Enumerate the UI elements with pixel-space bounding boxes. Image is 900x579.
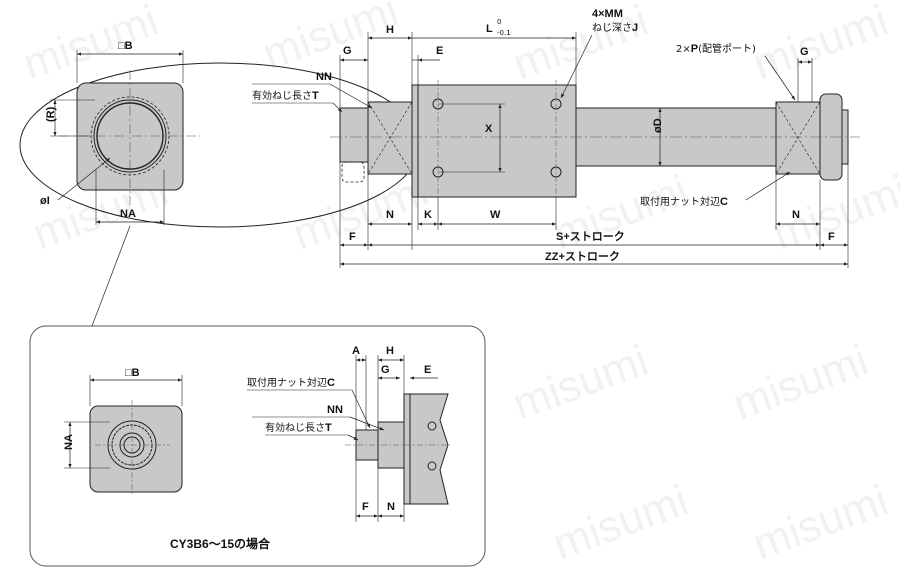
svg-text:misumi: misumi (747, 0, 895, 89)
label-square-b: □B (118, 40, 133, 52)
label-p: 2×P(配管ポート) (676, 42, 756, 55)
detail-label-h: H (386, 345, 394, 357)
label-depth-j: ねじ深さJ (592, 22, 638, 34)
label-f-left: F (349, 231, 356, 243)
label-n-left: N (386, 209, 394, 221)
detail-label-thread-length: 有効ねじ長さT (265, 421, 332, 434)
svg-text:misumi: misumi (17, 0, 165, 89)
label-zz-stroke: ZZ+ストローク (545, 250, 620, 263)
label-nn: NN (316, 71, 332, 83)
svg-text:misumi: misumi (727, 336, 875, 430)
detail-label-g: G (381, 364, 390, 376)
label-n-right: N (792, 209, 800, 221)
detail-caption: CY3B6～15の場合 (170, 536, 271, 551)
detail-label-na: NA (63, 434, 75, 450)
label-r: (R) (45, 106, 57, 122)
svg-text:misumi: misumi (747, 476, 895, 570)
detail-label-f: F (362, 501, 369, 513)
detail-label-square-b: □B (125, 367, 140, 379)
detail-box: □B NA A H G E 取付用ナット対辺C (29, 325, 486, 567)
svg-text:misumi: misumi (547, 476, 695, 570)
svg-text:misumi: misumi (257, 0, 405, 79)
detail-label-nut-c: 取付用ナット対辺C (247, 376, 335, 389)
label-l-tol-lower: -0.1 (497, 29, 511, 37)
end-view: □B (R) øI NA (19, 40, 421, 228)
svg-text:misumi: misumi (507, 0, 655, 89)
detail-label-a: A (352, 345, 360, 357)
label-k: K (424, 209, 432, 221)
label-x: X (485, 123, 493, 135)
label-g-left: G (343, 45, 352, 57)
label-f-right: F (828, 231, 835, 243)
label-phi-d: øD (652, 118, 664, 133)
label-mm: 4×MM (592, 8, 623, 20)
svg-text:misumi: misumi (507, 336, 655, 430)
detail-label-e: E (424, 364, 431, 376)
label-w: W (490, 209, 501, 221)
label-l-tol-upper: 0 (497, 18, 501, 26)
label-phi-i: øI (40, 195, 50, 207)
side-view: G H E L 0 -0.1 4×MM ねじ深さJ 2×P(配管ポート) (252, 8, 860, 268)
label-h: H (386, 24, 394, 36)
label-l: L (486, 23, 493, 35)
label-s-stroke: S+ストローク (556, 230, 625, 243)
detail-label-n: N (387, 501, 395, 513)
detail-label-nn: NN (327, 404, 343, 416)
label-e: E (436, 45, 443, 57)
label-na: NA (120, 208, 136, 220)
label-thread-length: 有効ねじ長さT (252, 89, 319, 102)
label-nut-c: 取付用ナット対辺C (640, 195, 728, 208)
label-g-right: G (800, 46, 809, 58)
